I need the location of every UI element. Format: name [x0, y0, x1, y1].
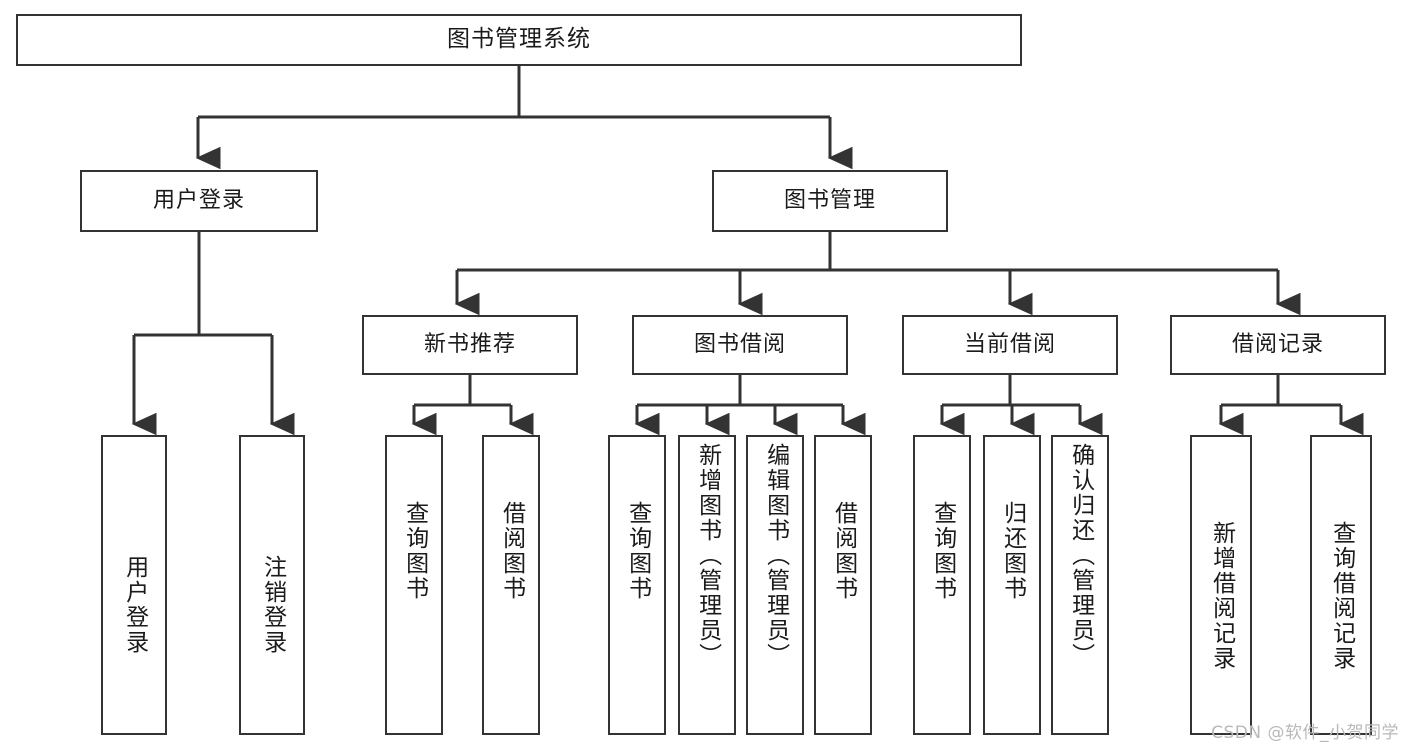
leaf-query-book-recommend-label: 查询图书 [401, 501, 428, 601]
leaf-add-book[interactable]: 新增图书（管理员） [678, 435, 736, 735]
node-book-borrow[interactable]: 图书借阅 [632, 315, 848, 375]
node-current-borrow[interactable]: 当前借阅 [902, 315, 1118, 375]
leaf-query-borrow-record[interactable]: 查询借阅记录 [1310, 435, 1372, 735]
leaf-query-book-recommend[interactable]: 查询图书 [385, 435, 443, 735]
node-book-management[interactable]: 图书管理 [712, 170, 948, 232]
leaf-user-logout[interactable]: 注销登录 [239, 435, 305, 735]
node-root[interactable]: 图书管理系统 [16, 14, 1022, 66]
leaf-return-book[interactable]: 归还图书 [983, 435, 1041, 735]
leaf-borrow-book-recommend[interactable]: 借阅图书 [482, 435, 540, 735]
node-user-login[interactable]: 用户登录 [80, 170, 318, 232]
node-book-borrow-label: 图书借阅 [693, 331, 786, 357]
leaf-query-borrow-record-label: 查询借阅记录 [1328, 521, 1355, 671]
node-root-label: 图书管理系统 [447, 26, 591, 53]
leaf-query-book-borrow-label: 查询图书 [624, 501, 651, 601]
node-book-management-label: 图书管理 [783, 187, 876, 213]
leaf-borrow-book[interactable]: 借阅图书 [814, 435, 872, 735]
node-borrow-record-label: 借阅记录 [1231, 331, 1324, 357]
leaf-user-login-label: 用户登录 [121, 555, 148, 655]
leaf-edit-book[interactable]: 编辑图书（管理员） [746, 435, 804, 735]
leaf-query-book-borrow[interactable]: 查询图书 [608, 435, 666, 735]
leaf-add-book-label: 新增图书（管理员） [694, 443, 721, 668]
node-new-book-recommend-label: 新书推荐 [423, 331, 516, 357]
leaf-user-login[interactable]: 用户登录 [101, 435, 167, 735]
leaf-borrow-book-label: 借阅图书 [830, 501, 857, 601]
node-user-login-label: 用户登录 [152, 187, 245, 213]
leaf-add-borrow-record-label: 新增借阅记录 [1208, 521, 1235, 671]
leaf-query-book-current-label: 查询图书 [929, 501, 956, 601]
node-borrow-record[interactable]: 借阅记录 [1170, 315, 1386, 375]
leaf-edit-book-label: 编辑图书（管理员） [762, 443, 789, 668]
leaf-borrow-book-recommend-label: 借阅图书 [498, 501, 525, 601]
leaf-user-logout-label: 注销登录 [259, 555, 286, 655]
node-current-borrow-label: 当前借阅 [963, 331, 1056, 357]
leaf-confirm-return-label: 确认归还（管理员） [1067, 443, 1094, 668]
leaf-query-book-current[interactable]: 查询图书 [913, 435, 971, 735]
leaf-return-book-label: 归还图书 [999, 501, 1026, 601]
csdn-watermark: CSDN @软件_小贺同学 [1211, 723, 1399, 743]
leaf-confirm-return[interactable]: 确认归还（管理员） [1051, 435, 1109, 735]
node-new-book-recommend[interactable]: 新书推荐 [362, 315, 578, 375]
leaf-add-borrow-record[interactable]: 新增借阅记录 [1190, 435, 1252, 735]
